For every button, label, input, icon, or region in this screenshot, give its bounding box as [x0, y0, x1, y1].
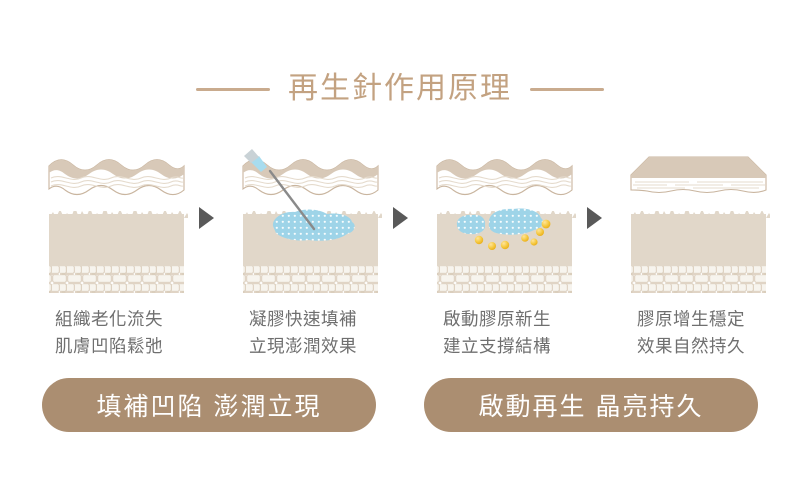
- caption-line: 膠原增生穩定: [637, 309, 745, 329]
- caption-step-1: 組織老化流失 肌膚凹陷鬆弛: [12, 306, 206, 364]
- title-rule-right: [530, 87, 604, 91]
- caption-line: 凝膠快速填補: [249, 309, 357, 329]
- caption-line: 效果自然持久: [637, 336, 745, 356]
- page-title: 再生針作用原理: [288, 72, 512, 105]
- right-triangle-icon: [198, 207, 214, 229]
- benefit-pill-1: 填補凹陷 澎潤立現: [42, 378, 376, 432]
- steps-row: [0, 148, 800, 298]
- caption-step-4: 膠原增生穩定 效果自然持久: [594, 306, 788, 364]
- benefit-pill-1-label: 填補凹陷 澎潤立現: [96, 393, 322, 421]
- gel-blob: [272, 209, 355, 241]
- step-1: [29, 148, 189, 298]
- skin-plumped-result-figure: [630, 156, 770, 293]
- caption-step-3: 啟動膠原新生 建立支撐結構: [400, 306, 594, 364]
- benefit-pill-2-label: 啟動再生 晶亮持久: [478, 393, 704, 421]
- benefit-pill-2: 啟動再生 晶亮持久: [424, 378, 758, 432]
- flow-arrow-1: [189, 148, 223, 298]
- syringe-icon: [244, 149, 316, 231]
- pills-row: 填補凹陷 澎潤立現 啟動再生 晶亮持久: [0, 378, 800, 434]
- step-4: [611, 148, 771, 298]
- caption-line: 肌膚凹陷鬆弛: [55, 336, 163, 356]
- caption-line: 組織老化流失: [55, 309, 163, 329]
- step-3: [417, 148, 577, 298]
- flow-arrow-2: [383, 148, 417, 298]
- caption-line: 啟動膠原新生: [443, 309, 551, 329]
- collagen-particles: [474, 219, 551, 250]
- skin-collagen-stimulation-figure: [436, 159, 576, 293]
- captions-row: 組織老化流失 肌膚凹陷鬆弛 凝膠快速填補 立現澎潤效果 啟動膠原新生 建立支撐結…: [0, 306, 800, 364]
- page-title-bar: 再生針作用原理: [0, 66, 800, 112]
- caption-step-2: 凝膠快速填補 立現澎潤效果: [206, 306, 400, 364]
- flow-arrow-3: [577, 148, 611, 298]
- gel-blob-large: [488, 208, 543, 235]
- gel-blob-small: [456, 214, 486, 235]
- right-triangle-icon: [586, 207, 602, 229]
- step-2: [223, 148, 383, 298]
- right-triangle-icon: [392, 207, 408, 229]
- skin-gel-injection-figure: [242, 149, 382, 293]
- title-rule-left: [196, 87, 270, 91]
- caption-line: 立現澎潤效果: [249, 336, 357, 356]
- caption-line: 建立支撐結構: [443, 336, 551, 356]
- skin-aged-depressed-figure: [48, 159, 188, 293]
